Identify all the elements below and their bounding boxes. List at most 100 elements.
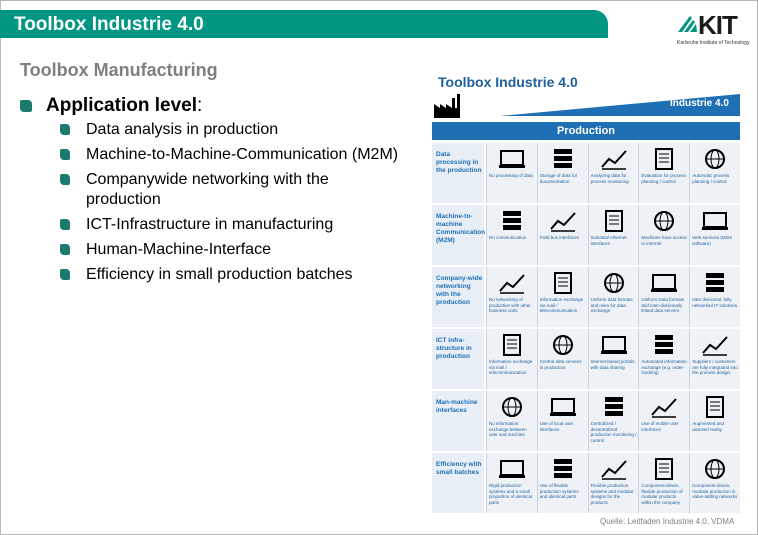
poster-cell-caption: Information exchange via mail / telecomm… — [539, 297, 584, 313]
kit-logo-subtitle: Karlsruhe Institute of Technology — [677, 40, 750, 46]
poster-pictogram-icon — [499, 274, 525, 294]
poster-row: Data processing in the production No proc… — [432, 142, 740, 203]
poster-cell: Use of mobile user interfaces — [638, 391, 689, 451]
poster-cell: Field bus interfaces — [536, 205, 588, 265]
poster-cell-caption: No communication — [489, 235, 527, 240]
bullet-icon — [60, 269, 70, 280]
poster-pictogram-icon — [553, 149, 572, 168]
section-subtitle: Toolbox Manufacturing — [20, 60, 218, 80]
poster-cell: Uniform data formats and rules for data … — [587, 267, 639, 327]
poster-row-label: Man-machine interfaces — [436, 399, 478, 414]
poster-cell-caption: Inter divisional, fully networked IT sol… — [692, 297, 738, 308]
poster-cell-caption: Automated information exchange (e.g. ord… — [641, 359, 687, 375]
poster-pictogram-icon — [553, 272, 572, 294]
poster-cell-caption: Storage of data for documentation — [539, 173, 578, 184]
poster-cell: Suppliers / customers are fully integrat… — [689, 329, 740, 389]
poster-cell: Storage of data for documentation — [536, 143, 588, 203]
list-item: Machine-to-Machine-Communication (M2M) — [60, 145, 400, 165]
poster-title: Toolbox Industrie 4.0 — [438, 74, 578, 90]
factory-icon — [434, 94, 460, 118]
poster-cell: Information exchange via mail / telecomm… — [536, 267, 588, 327]
poster-pictogram-icon — [706, 273, 725, 292]
poster-banner-label: Industrie 4.0 — [670, 98, 729, 109]
poster-cell: No processing of data — [486, 143, 537, 203]
poster-row-label: ICT infra-structure in production — [436, 337, 472, 360]
poster-pictogram-icon — [600, 150, 627, 170]
poster-cell: Internet-based portals with data sharing — [587, 329, 639, 389]
poster-cell-caption: Uniform Data formats and inter-divisiona… — [641, 297, 685, 313]
poster-cell-caption: Use of mobile user interfaces — [641, 421, 679, 432]
poster-cell: Augmented and assisted reality — [689, 391, 740, 451]
poster-cell: Inter divisional, fully networked IT sol… — [689, 267, 740, 327]
poster-pictogram-icon — [552, 335, 573, 355]
kit-logo-text: KIT — [698, 10, 738, 40]
bullet-icon — [60, 174, 70, 185]
poster-pictogram-icon — [702, 336, 728, 356]
poster-pictogram-icon — [549, 398, 576, 416]
poster-pictogram-icon — [553, 459, 572, 478]
poster-cell: Central data server/s in production — [536, 329, 588, 389]
poster-row-label: Efficiency with small batches — [436, 461, 482, 476]
poster-cell: No networking of production with other b… — [486, 267, 537, 327]
bullet-icon — [60, 244, 70, 255]
poster-cell: Evaluation for process planning / contro… — [638, 143, 689, 203]
poster-cell: Uniform Data formats and inter-divisiona… — [638, 267, 689, 327]
poster-cell-caption: Component-driven, flexible production of… — [641, 483, 683, 505]
poster-pictogram-icon — [655, 335, 674, 354]
poster-cell: Flexible production systems and modular … — [587, 453, 639, 513]
source-note: Quelle: Leitfaden Industrie 4.0, VDMA — [600, 517, 735, 526]
list-item: ICT-Infrastructure in manufacturing — [60, 215, 400, 235]
list-item: Companywide networking with the producti… — [60, 170, 400, 210]
poster-row: Machine-to-machine Communication (M2M)No… — [432, 204, 740, 265]
main-bullet-bold: Application level — [46, 95, 197, 116]
poster-cell: Automatic process planning / control — [689, 143, 740, 203]
poster-cell-caption: No networking of production with other b… — [489, 297, 531, 313]
poster-cell: Use of local user interfaces — [536, 391, 588, 451]
poster-pictogram-icon — [702, 212, 729, 230]
poster-pictogram-icon — [705, 149, 726, 169]
poster-cell-caption: Machines have access to internet — [641, 235, 687, 246]
poster-banner — [500, 94, 740, 116]
poster-cell-caption: Use of flexible production systems and i… — [539, 483, 579, 499]
poster-pictogram-icon — [654, 211, 675, 231]
poster-cell: Industrial ethernet interfaces — [587, 205, 639, 265]
list-item: Efficiency in small production batches — [60, 265, 400, 285]
poster-pictogram-icon — [600, 460, 627, 480]
poster-pictogram-icon — [655, 148, 674, 170]
poster-cell-caption: Rigid production systems and a small pro… — [489, 483, 533, 505]
poster-cell: No information exchange between user and… — [486, 391, 537, 451]
toolbox-poster: Toolbox Industrie 4.0 Industrie 4.0 Prod… — [432, 70, 740, 518]
poster-cell-caption: Centralized / decentralized production m… — [590, 421, 637, 443]
poster-cell-caption: Suppliers / customers are fully integrat… — [692, 359, 738, 375]
poster-cell-caption: Field bus interfaces — [539, 235, 579, 240]
poster-cell-caption: No processing of data — [489, 173, 533, 178]
poster-row: Company-wide networking with the product… — [432, 266, 740, 327]
bullet-icon — [20, 100, 32, 112]
poster-cell-caption: No information exchange between user and… — [489, 421, 527, 437]
poster-cell-caption: Evaluation for process planning / contro… — [641, 173, 686, 184]
poster-pictogram-icon — [502, 397, 522, 417]
slide-title: Toolbox Industrie 4.0 — [14, 14, 204, 35]
poster-pictogram-icon — [503, 334, 521, 356]
poster-section-header: Production — [432, 122, 740, 140]
poster-cell: Machines have access to internet — [638, 205, 689, 265]
poster-cell-caption: Internet-based portals with data sharing — [590, 359, 635, 370]
poster-row-label: Data processing in the production — [436, 151, 482, 174]
poster-pictogram-icon — [503, 211, 521, 230]
poster-pictogram-icon — [706, 396, 725, 418]
poster-pictogram-icon — [499, 460, 525, 478]
poster-cell-caption: Component-driven, modular production in … — [692, 483, 738, 499]
bullet-list: Data analysis in production Machine-to-M… — [60, 120, 400, 290]
poster-cell-caption: Central data server/s in production — [539, 359, 582, 370]
poster-cell: No communication — [486, 205, 537, 265]
bullet-icon — [60, 124, 70, 135]
poster-cell: Component-driven, flexible production of… — [638, 453, 689, 513]
poster-pictogram-icon — [651, 274, 678, 292]
poster-cell-caption: Uniform data formats and rules for data … — [590, 297, 633, 313]
poster-cell-caption: Industrial ethernet interfaces — [590, 235, 627, 246]
poster-cell: Component-driven, modular production in … — [689, 453, 740, 513]
bullet-icon — [60, 219, 70, 230]
poster-pictogram-icon — [550, 212, 576, 232]
kit-logo-icon — [678, 16, 697, 32]
